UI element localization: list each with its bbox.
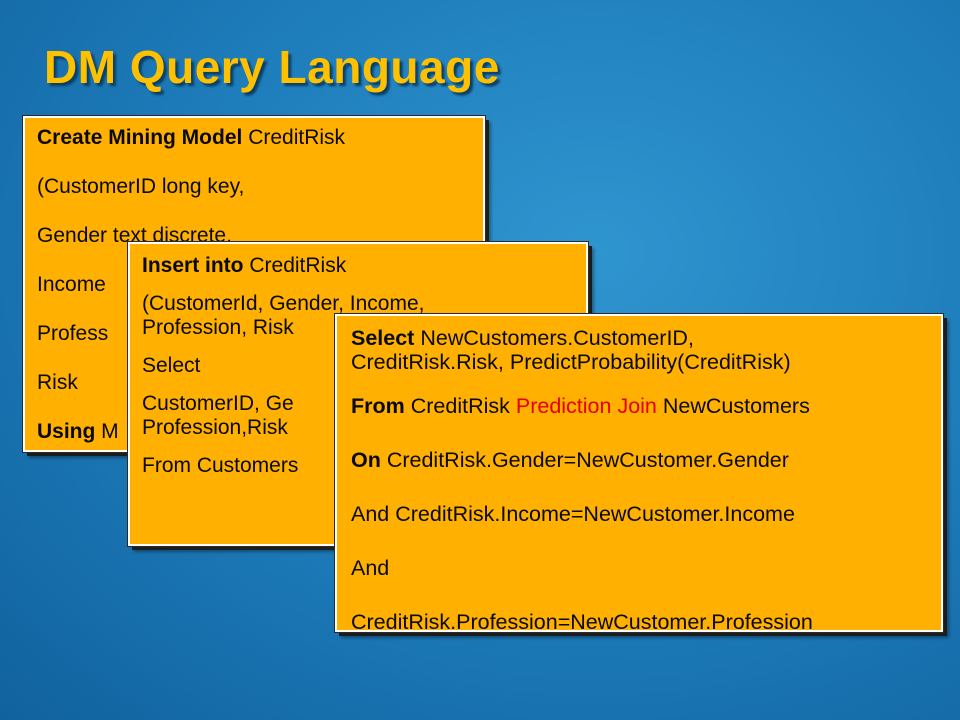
from-line: From CreditRisk Prediction Join NewCusto… [351, 394, 927, 418]
and-income-line: And CreditRisk.Income=NewCustomer.Income [351, 502, 795, 526]
insert-rest: CreditRisk [243, 254, 347, 277]
from-rest: NewCustomers [656, 394, 810, 418]
select-columns-b: Profession,Risk [142, 416, 288, 439]
slide-title: DM Query Language [44, 41, 500, 93]
select-line-b: CreditRisk.Risk, PredictProbability(Cred… [351, 350, 791, 374]
prediction-query-box: Select NewCustomers.CustomerID, CreditRi… [335, 314, 943, 632]
using-keyword: Using [37, 420, 96, 443]
on-rest: CreditRisk.Gender=NewCustomer.Gender [380, 448, 789, 472]
insert-keyword: Insert into [142, 254, 244, 277]
select-line: Select NewCustomers.CustomerID, [351, 326, 927, 350]
profession-line: Profess [37, 322, 109, 345]
from-mid: CreditRisk [404, 394, 516, 418]
select-line: Select [142, 354, 201, 377]
using-line: Using M [37, 420, 471, 450]
using-rest: M [95, 420, 119, 443]
from-line: From Customers [142, 454, 299, 477]
and-line: And [351, 556, 390, 580]
select-columns-a: CustomerID, Ge [142, 392, 294, 415]
create-line: Create Mining Model CreditRisk [37, 126, 471, 175]
select-keyword: Select [351, 326, 415, 350]
columns-line-a: (CustomerId, Gender, Income, [142, 292, 425, 315]
columns-line-b: Profession, Risk [142, 316, 294, 339]
on-line: On CreditRisk.Gender=NewCustomer.Gender [351, 448, 927, 472]
gender-line: Gender text discrete, [37, 224, 232, 247]
from-keyword: From [351, 394, 405, 418]
customerid-line: (CustomerID long key, [37, 175, 245, 198]
select-rest: NewCustomers.CustomerID, [414, 326, 694, 350]
insert-line: Insert into CreditRisk [142, 254, 574, 278]
on-keyword: On [351, 448, 381, 472]
profession-line: CreditRisk.Profession=NewCustomer.Profes… [351, 610, 813, 632]
create-keyword: Create Mining Model [37, 126, 243, 149]
prediction-join-keyword: Prediction Join [515, 394, 657, 418]
risk-line: Risk [37, 371, 78, 394]
income-line: Income [37, 273, 106, 296]
create-rest: CreditRisk [242, 126, 346, 149]
